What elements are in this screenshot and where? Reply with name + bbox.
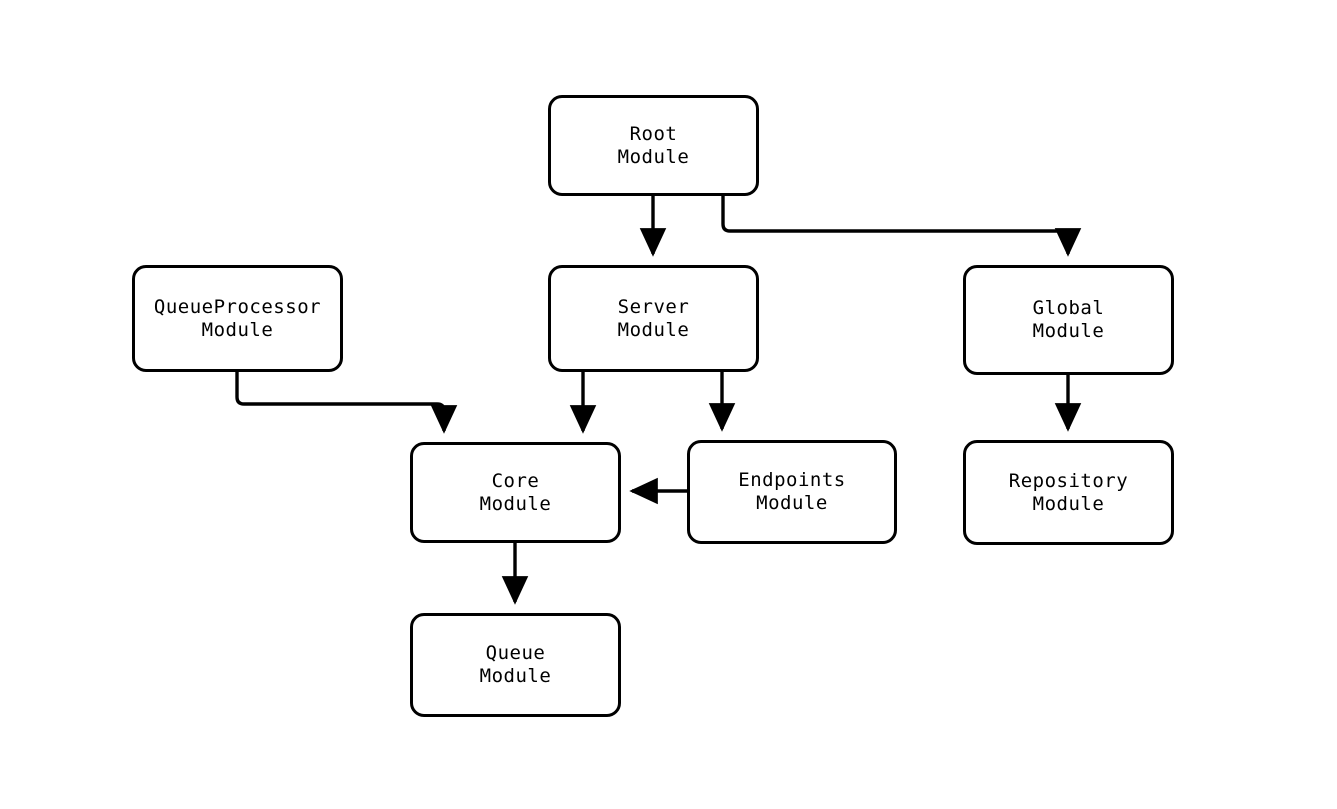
node-endpoints-module-name: Endpoints: [738, 469, 846, 491]
node-root-module-suffix: Module: [617, 145, 690, 168]
node-server-module-suffix: Module: [617, 318, 690, 341]
node-server-module-name: Server: [617, 295, 690, 318]
node-core-module[interactable]: Core Module: [410, 442, 621, 543]
node-queue-module-name: Queue: [485, 642, 546, 664]
node-root-module[interactable]: Root Module: [548, 95, 759, 196]
edge-queueprocessor-to-core: [235, 372, 458, 434]
node-queueprocessor-module-suffix: Module: [201, 318, 274, 341]
node-queue-module-suffix: Module: [479, 665, 552, 687]
node-endpoints-module[interactable]: Endpoints Module: [687, 440, 897, 544]
node-global-module[interactable]: Global Module: [963, 265, 1174, 375]
node-repository-module-name: Repository: [1008, 469, 1129, 492]
node-endpoints-module-suffix: Module: [756, 492, 828, 514]
node-global-module-suffix: Module: [1032, 320, 1105, 342]
node-root-module-name: Root: [629, 122, 678, 145]
node-core-module-name: Core: [491, 469, 540, 492]
node-core-module-suffix: Module: [479, 492, 552, 515]
node-queueprocessor-module-name: QueueProcessor: [153, 295, 322, 318]
node-server-module[interactable]: Server Module: [548, 265, 759, 372]
node-repository-module[interactable]: Repository Module: [963, 440, 1174, 545]
node-global-module-name: Global: [1032, 297, 1105, 319]
node-repository-module-suffix: Module: [1032, 492, 1105, 515]
edge-root-to-global: [721, 196, 1082, 257]
node-queueprocessor-module[interactable]: QueueProcessor Module: [132, 265, 343, 372]
node-queue-module[interactable]: Queue Module: [410, 613, 621, 717]
